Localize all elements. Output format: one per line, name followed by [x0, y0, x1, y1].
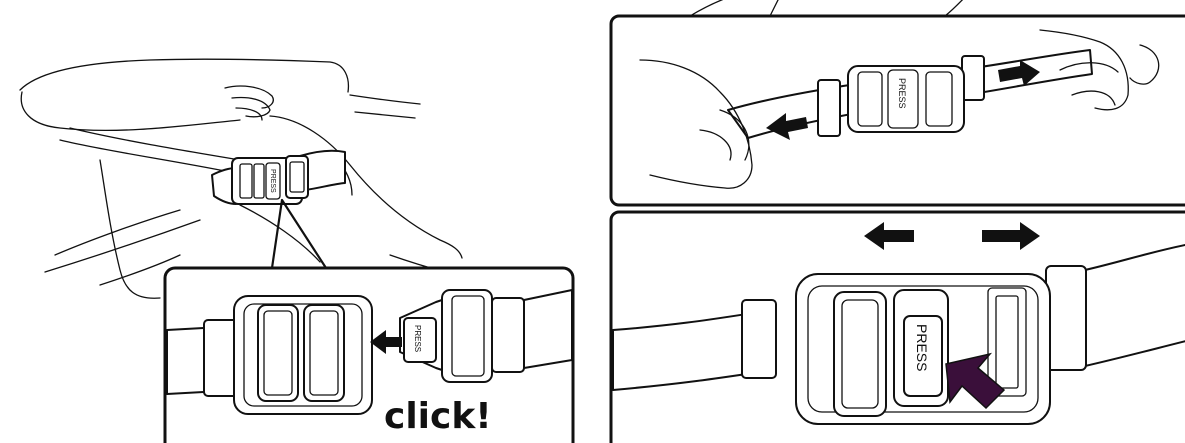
inset-click-panel: PRESS click!: [165, 268, 573, 443]
press-label-inset1: PRESS: [413, 325, 422, 352]
waist-buckle: PRESS: [232, 156, 308, 204]
click-label: click!: [384, 396, 492, 437]
inset-release-panel: PRESS: [611, 212, 1185, 443]
press-label-top: PRESS: [897, 78, 907, 109]
press-label-large: PRESS: [914, 324, 930, 371]
inset-tighten-panel: PRESS: [611, 0, 1185, 205]
callout-leader: [272, 200, 326, 268]
press-label-small: PRESS: [269, 169, 276, 193]
